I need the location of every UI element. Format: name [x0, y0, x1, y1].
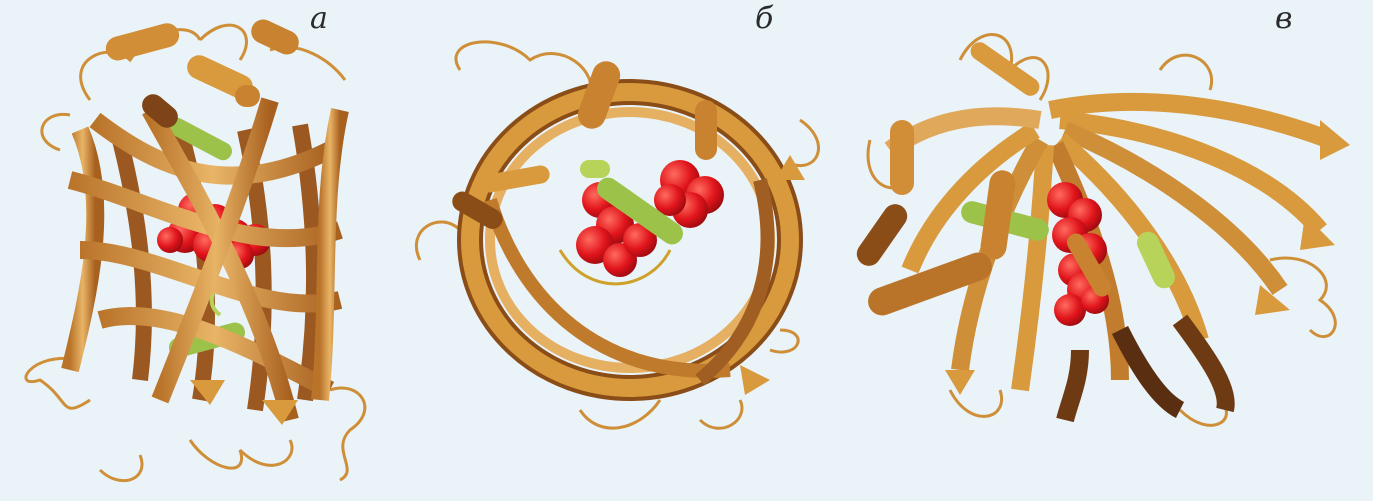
panel-b: б	[400, 0, 850, 501]
panel-a: а	[0, 0, 420, 501]
beta-barrel-side-view	[0, 0, 420, 501]
beta-barrel-top-view	[400, 0, 850, 501]
opened-barrel-view	[850, 0, 1373, 501]
panel-c: в	[850, 0, 1373, 501]
